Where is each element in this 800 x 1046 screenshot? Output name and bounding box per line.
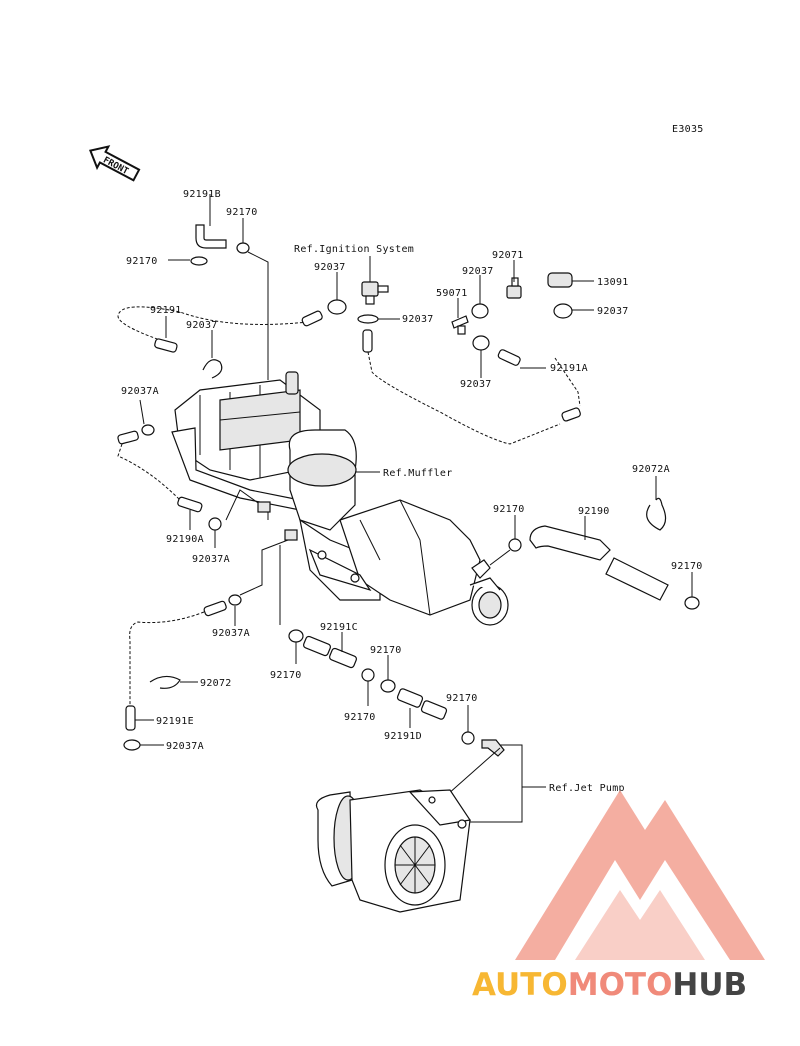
clamp-92037-center bbox=[357, 314, 379, 324]
hose-dashed-92191 bbox=[117, 306, 309, 341]
ref-jet-pump: Ref.Jet Pump bbox=[549, 783, 625, 794]
hose-92191D-a bbox=[396, 688, 424, 708]
label-92191: 92191 bbox=[150, 305, 182, 316]
ignition-fitting bbox=[361, 281, 389, 305]
hose-segment-92191-left bbox=[154, 338, 178, 353]
hose-dashed-lower-left bbox=[129, 611, 205, 705]
label-92170-right: 92170 bbox=[493, 504, 525, 515]
clamp-92037A-left bbox=[141, 424, 155, 436]
ref-muffler: Ref.Muffler bbox=[383, 468, 453, 479]
watermark-text-auto: AUTOMOTOHUB bbox=[472, 967, 747, 1003]
label-92170-lower-a: 92170 bbox=[344, 712, 376, 723]
hose-92191C-a bbox=[303, 635, 331, 657]
hose-segment-left-top bbox=[117, 430, 139, 445]
fitting-59071 bbox=[451, 315, 469, 335]
clamp-92037-ign bbox=[327, 299, 347, 315]
hose-92191C-b bbox=[329, 647, 357, 669]
clamp-92170-lower-a bbox=[361, 668, 375, 682]
ref-ignition: Ref.Ignition System bbox=[294, 244, 414, 255]
clip-92072 bbox=[149, 675, 181, 689]
hose-line-top bbox=[247, 251, 269, 380]
fitting-92071 bbox=[506, 277, 522, 299]
clamp-92170-center bbox=[288, 629, 304, 643]
label-92191A: 92191A bbox=[550, 363, 588, 374]
label-92037-cap: 92037 bbox=[597, 306, 629, 317]
leader-jet-pump-a bbox=[460, 744, 523, 823]
label-92037A-low: 92037A bbox=[212, 628, 250, 639]
hose-short-ign bbox=[362, 329, 373, 353]
cap-13091 bbox=[547, 272, 573, 288]
leader-92037A-left bbox=[139, 399, 145, 425]
hose-92191E bbox=[125, 705, 136, 731]
hose-segment-92191A bbox=[497, 349, 521, 366]
label-92037-ign: 92037 bbox=[314, 262, 346, 273]
label-92170-lower-b: 92170 bbox=[370, 645, 402, 656]
clamp-92037A-low bbox=[228, 594, 242, 606]
front-arrow-icon: FRONT bbox=[89, 145, 141, 182]
hose-segment-92190A bbox=[177, 496, 203, 513]
clamp-92037A-mid bbox=[208, 517, 222, 531]
label-92170-center: 92170 bbox=[270, 670, 302, 681]
label-92037A-bottom: 92037A bbox=[166, 741, 204, 752]
clamp-92037-r2 bbox=[472, 335, 490, 351]
hose-dashed-left bbox=[117, 443, 181, 501]
label-92072A: 92072A bbox=[632, 464, 670, 475]
hose-line-down-left bbox=[239, 539, 289, 596]
hose-segment-92191-right bbox=[301, 310, 323, 327]
label-92072: 92072 bbox=[200, 678, 232, 689]
fitting-manifold-a bbox=[257, 501, 271, 513]
clamp-92170-far-right bbox=[684, 596, 700, 610]
label-92071: 92071 bbox=[492, 250, 524, 261]
hose-92190-elbow bbox=[529, 525, 611, 561]
hose-line-manifold bbox=[225, 489, 269, 521]
clamp-92037-r1 bbox=[471, 303, 489, 319]
label-92190A: 92190A bbox=[166, 534, 204, 545]
hose-segment-lower-left bbox=[203, 600, 227, 617]
clamp-92037-cap bbox=[553, 303, 573, 319]
hose-dashed-92191A bbox=[554, 357, 581, 407]
hose-92191D-b bbox=[420, 700, 448, 720]
label-92191B: 92191B bbox=[183, 189, 221, 200]
diagram-code: E3035 bbox=[672, 124, 704, 135]
label-92037-center: 92037 bbox=[402, 314, 434, 325]
clamp-92170-left bbox=[190, 256, 208, 266]
hose-segment-92191A-b bbox=[561, 407, 581, 422]
exhaust-manifold bbox=[171, 371, 321, 511]
label-92191C: 92191C bbox=[320, 622, 358, 633]
label-92170-jet: 92170 bbox=[446, 693, 478, 704]
jet-pump bbox=[315, 789, 472, 913]
clamp-92170-jet bbox=[461, 731, 475, 745]
label-92191E: 92191E bbox=[156, 716, 194, 727]
label-92170-far-right: 92170 bbox=[671, 561, 703, 572]
label-92191D: 92191D bbox=[384, 731, 422, 742]
label-92037-left: 92037 bbox=[186, 320, 218, 331]
clamp-92037A-bottom bbox=[123, 739, 141, 751]
clamp-92170-top bbox=[236, 242, 250, 254]
hose-dashed-ign bbox=[367, 351, 561, 445]
clamp-92170-lower-b bbox=[380, 679, 396, 693]
label-13091: 13091 bbox=[597, 277, 629, 288]
fitting-elbow-right bbox=[471, 559, 491, 579]
label-92037-r2: 92037 bbox=[460, 379, 492, 390]
fitting-manifold-b bbox=[284, 529, 298, 541]
hose-92190-straight bbox=[605, 557, 669, 601]
watermark-logo-icon bbox=[515, 790, 765, 960]
label-92190: 92190 bbox=[578, 506, 610, 517]
label-92037A-mid: 92037A bbox=[192, 554, 230, 565]
label-92037-r1: 92037 bbox=[462, 266, 494, 277]
clamp-92037-left bbox=[202, 359, 223, 379]
fitting-elbow-jet bbox=[481, 739, 505, 757]
label-92170-top: 92170 bbox=[226, 207, 258, 218]
clip-92072A bbox=[646, 497, 667, 531]
label-92170-left: 92170 bbox=[126, 256, 158, 267]
hose-line-right-conn bbox=[489, 549, 511, 566]
label-92037A-left: 92037A bbox=[121, 386, 159, 397]
label-59071: 59071 bbox=[436, 288, 468, 299]
hose-elbow-92191B bbox=[195, 224, 227, 249]
clamp-92170-right bbox=[508, 538, 522, 552]
muffler bbox=[287, 429, 509, 626]
